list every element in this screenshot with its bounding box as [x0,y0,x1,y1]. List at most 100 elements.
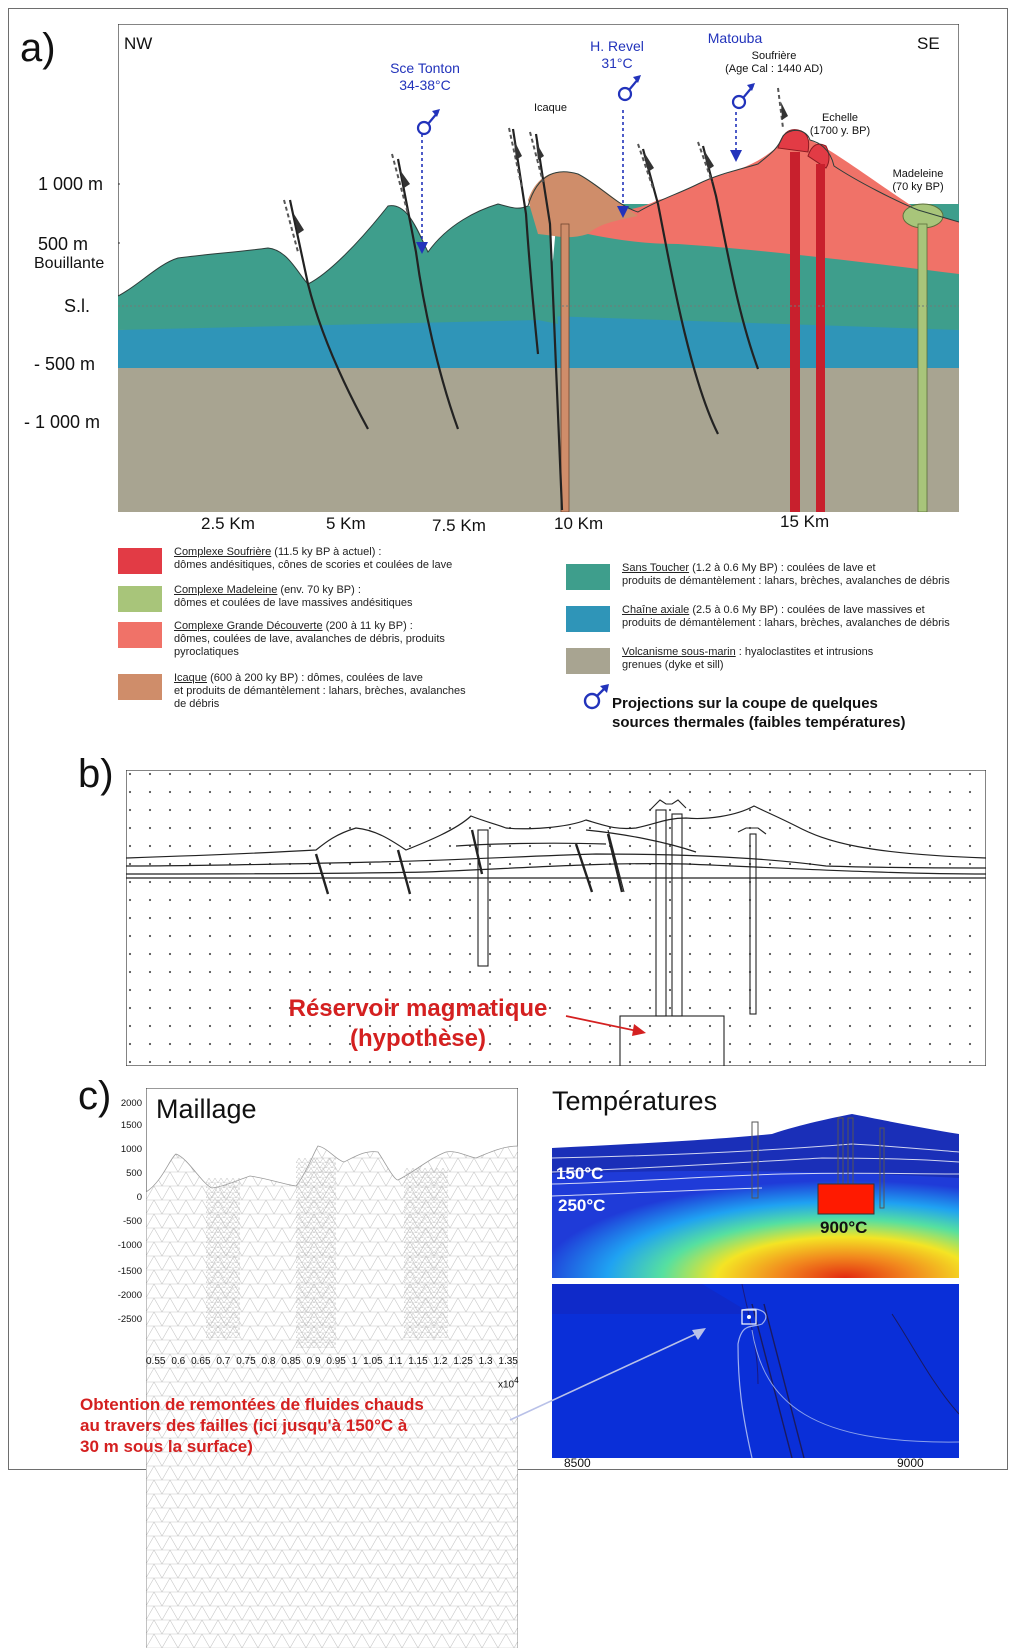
legend-sans-toucher-name: Sans Toucher [622,562,690,574]
swatch-madeleine [118,586,162,612]
label-madeleine-name: Madeleine [892,168,944,180]
xtick: 1.1 [388,1356,403,1367]
spring-sce-tonton-name: Sce Tonton [390,60,460,76]
ytick-500: 500 [126,1168,142,1179]
x-label-5km: 5 Km [326,514,366,533]
legend-sans-toucher-desc: produits de démantèlement : lahars, brèc… [622,575,950,587]
legend-volcanisme: Volcanisme sous-marin : hyaloclastites e… [566,646,1006,674]
ytick-minus500: -500 [122,1216,142,1227]
iso-250: 250°C [558,1196,606,1215]
mesh-x-multiplier: x104 [498,1376,519,1390]
x-multiplier-base: x10 [498,1379,515,1391]
xtick: 0.8 [261,1356,276,1367]
x-label-7-5km: 7.5 Km [432,516,486,535]
mesh-title: Maillage [156,1094,257,1124]
legend-volcanisme-text: Volcanisme sous-marin : hyaloclastites e… [622,646,873,672]
label-madeleine-age: (70 ky BP) [892,181,944,193]
swatch-icaque [118,674,162,700]
spring-matouba: Matouba [707,30,763,46]
projection-text-1: Projections sur la coupe de quelques [612,695,878,712]
legend-sans-toucher: Sans Toucher (1.2 à 0.6 My BP) : coulées… [566,562,1006,590]
legend-grande-decouverte: Complexe Grande Découverte (200 à 11 ky … [118,620,448,659]
label-icaque: Icaque [534,102,568,114]
reservoir-line-1: Réservoir magmatique [288,995,548,1022]
label-soufriere: Soufrière (Age Cal : 1440 AD) [716,50,832,76]
panel-c-letter: c) [78,1074,112,1118]
legend-madeleine-desc: dômes et coulées de lave massives andési… [174,597,413,609]
legend-grande-decouverte-rest: (200 à 11 ky BP) : [322,620,413,632]
legend-icaque-name: Icaque [174,672,208,684]
panel-a-letter: a) [20,26,56,70]
swatch-grande-decouverte [118,622,162,648]
xtick: 0.9 [306,1356,321,1367]
xtick: 0.95 [326,1356,346,1367]
ytick-minus1000: -1000 [117,1240,142,1251]
swatch-chaine-axiale [566,606,610,632]
legend-madeleine: Complexe Madeleine (env. 70 ky BP) : dôm… [118,584,538,612]
panel-b-letter: b) [78,752,114,796]
label-soufriere-age: (Age Cal : 1440 AD) [725,63,823,75]
xtick: 0.65 [191,1356,211,1367]
label-echelle-name: Echelle [821,112,859,124]
legend-volcanisme-rest: : hyaloclastites et intrusions [735,646,874,658]
x-label-10km: 10 Km [554,514,604,533]
spring-sce-tonton-temp: 34-38°C [399,77,451,93]
zoom-x-right: 9000 [897,1456,924,1470]
legend-madeleine-name: Complexe Madeleine [174,584,278,596]
legend-sans-toucher-rest: (1.2 à 0.6 My BP) : coulées de lave et [689,562,876,574]
spring-h-revel-name: H. Revel [590,38,644,54]
label-echelle: Echelle (1700 y. BP) [800,112,880,138]
legend-grande-decouverte-text: Complexe Grande Découverte (200 à 11 ky … [174,620,448,659]
iso-900: 900°C [820,1218,868,1237]
mesh-x-ticks: 0.55 0.6 0.65 0.7 0.75 0.8 0.85 0.9 0.95… [146,1356,518,1367]
legend-icaque-desc: et produits de démantèlement : lahars, b… [174,685,466,710]
dir-se: SE [917,34,940,53]
y-label-minus500: - 500 m [34,354,96,374]
place-bouillante: Bouillante [34,255,105,272]
layer-icaque [528,171,638,238]
legend-icaque-rest: (600 à 200 ky BP) : dômes, coulées de la… [207,672,423,684]
swatch-soufriere [118,548,162,574]
xtick: 0.85 [281,1356,301,1367]
ytick-minus1500: -1500 [117,1266,142,1277]
legend-madeleine-text: Complexe Madeleine (env. 70 ky BP) : dôm… [174,584,412,610]
xtick: 1.05 [363,1356,383,1367]
caption-line-3: 30 m sous la surface) [80,1437,253,1456]
y-label-1000: 1 000 m [38,174,104,194]
legend-volcanisme-desc: grenues (dyke et sill) [622,659,724,671]
x-multiplier-exp: 4 [514,1376,519,1385]
xtick: 1 [351,1356,358,1367]
xtick: 0.6 [171,1356,186,1367]
legend-soufriere-name: Complexe Soufrière [174,546,272,558]
caption-line-2: au travers des failles (ici jusqu'à 150°… [80,1416,408,1435]
y-label-minus1000: - 1 000 m [24,412,101,432]
y-label-500: 500 m [38,234,89,254]
panel-b-model-geometry [126,770,986,1066]
reservoir-label: Réservoir magmatique (hypothèse) [238,994,598,1054]
mesh-panel [146,1088,518,1648]
legend-soufriere: Complexe Soufrière (11.5 ky BP à actuel)… [118,546,538,574]
legend-soufriere-text: Complexe Soufrière (11.5 ky BP à actuel)… [174,546,452,572]
legend-chaine-axiale: Chaîne axiale (2.5 à 0.6 My BP) : coulée… [566,604,1006,632]
xtick: 1.2 [433,1356,448,1367]
temperature-title: Températures [552,1086,718,1116]
caption-line-1: Obtention de remontées de fluides chauds [80,1395,424,1414]
layer-grande-decouverte [588,134,959,274]
xtick: 0.75 [236,1356,256,1367]
legend-grande-decouverte-name: Complexe Grande Découverte [174,620,323,632]
label-madeleine: Madeleine (70 ky BP) [882,168,954,194]
ytick-1500: 1500 [120,1120,142,1131]
spring-h-revel: H. Revel 31°C [585,38,649,72]
projection-legend-text: Projections sur la coupe de quelques sou… [612,694,905,732]
ytick-1000: 1000 [120,1144,142,1155]
legend-chaine-axiale-text: Chaîne axiale (2.5 à 0.6 My BP) : coulée… [622,604,950,630]
temperature-panel [552,1088,959,1278]
label-echelle-age: (1700 y. BP) [809,125,871,137]
spring-sce-tonton: Sce Tonton 34-38°C [380,60,470,94]
legend-icaque: Icaque (600 à 200 ky BP) : dômes, coulée… [118,672,478,711]
fluid-caption: Obtention de remontées de fluides chauds… [80,1394,520,1457]
legend-madeleine-rest: (env. 70 ky BP) : [277,584,361,596]
swatch-sans-toucher [566,564,610,590]
swatch-volcanisme [566,648,610,674]
x-label-15km: 15 Km [780,512,830,531]
